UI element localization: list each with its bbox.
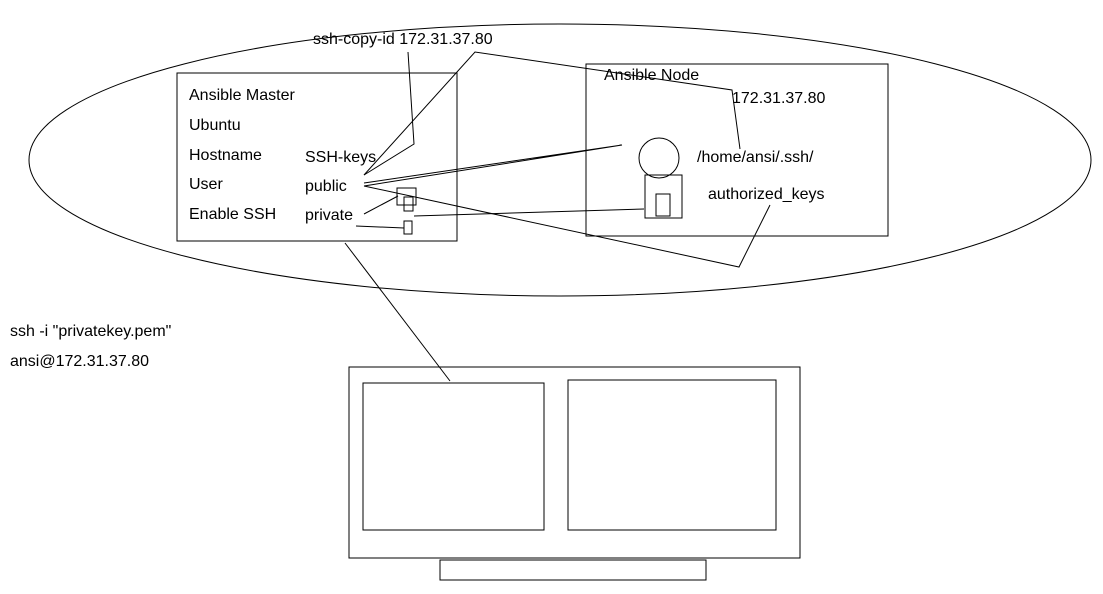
monitor-left-pane bbox=[362, 382, 545, 531]
private-to-icon-line bbox=[355, 225, 405, 229]
key-to-node-line bbox=[413, 208, 645, 217]
public-to-authorized-keys-line bbox=[363, 185, 771, 268]
private-key-label: private bbox=[305, 207, 353, 224]
monitor-right-pane bbox=[567, 379, 777, 531]
master-to-screen-line bbox=[344, 242, 451, 382]
node-title: Ansible Node bbox=[604, 67, 699, 84]
master-title: Ansible Master bbox=[189, 87, 295, 104]
network-ellipse bbox=[28, 23, 1092, 297]
master-item-ubuntu: Ubuntu bbox=[189, 117, 241, 134]
ssh-command-line-1: ssh -i "privatekey.pem" bbox=[10, 323, 171, 340]
master-item-hostname: Hostname bbox=[189, 147, 262, 164]
ssh-keys-label: SSH-keys bbox=[305, 149, 376, 166]
monitor-stand bbox=[439, 559, 707, 581]
master-key-icon-inner bbox=[403, 196, 414, 212]
public-key-label: public bbox=[305, 178, 347, 195]
node-key-slot-icon bbox=[655, 193, 671, 217]
node-ssh-path: /home/ansi/.ssh/ bbox=[697, 149, 814, 166]
node-authorized-keys: authorized_keys bbox=[708, 186, 825, 203]
public-to-node-lines bbox=[363, 144, 623, 187]
node-user-head-icon bbox=[638, 137, 680, 179]
master-private-key-icon bbox=[403, 220, 413, 235]
copy-id-to-keys-line bbox=[363, 51, 415, 176]
copy-id-to-node-line bbox=[363, 51, 741, 176]
node-ip: 172.31.37.80 bbox=[732, 90, 826, 107]
ssh-copy-id-command: ssh-copy-id 172.31.37.80 bbox=[313, 31, 493, 48]
ansible-master-box bbox=[176, 72, 458, 242]
private-to-key-line bbox=[363, 195, 399, 215]
node-user-body-icon bbox=[644, 174, 683, 219]
master-item-enable-ssh: Enable SSH bbox=[189, 206, 276, 223]
ssh-command-line-2: ansi@172.31.37.80 bbox=[10, 353, 149, 370]
monitor-frame bbox=[348, 366, 801, 559]
master-item-user: User bbox=[189, 176, 223, 193]
